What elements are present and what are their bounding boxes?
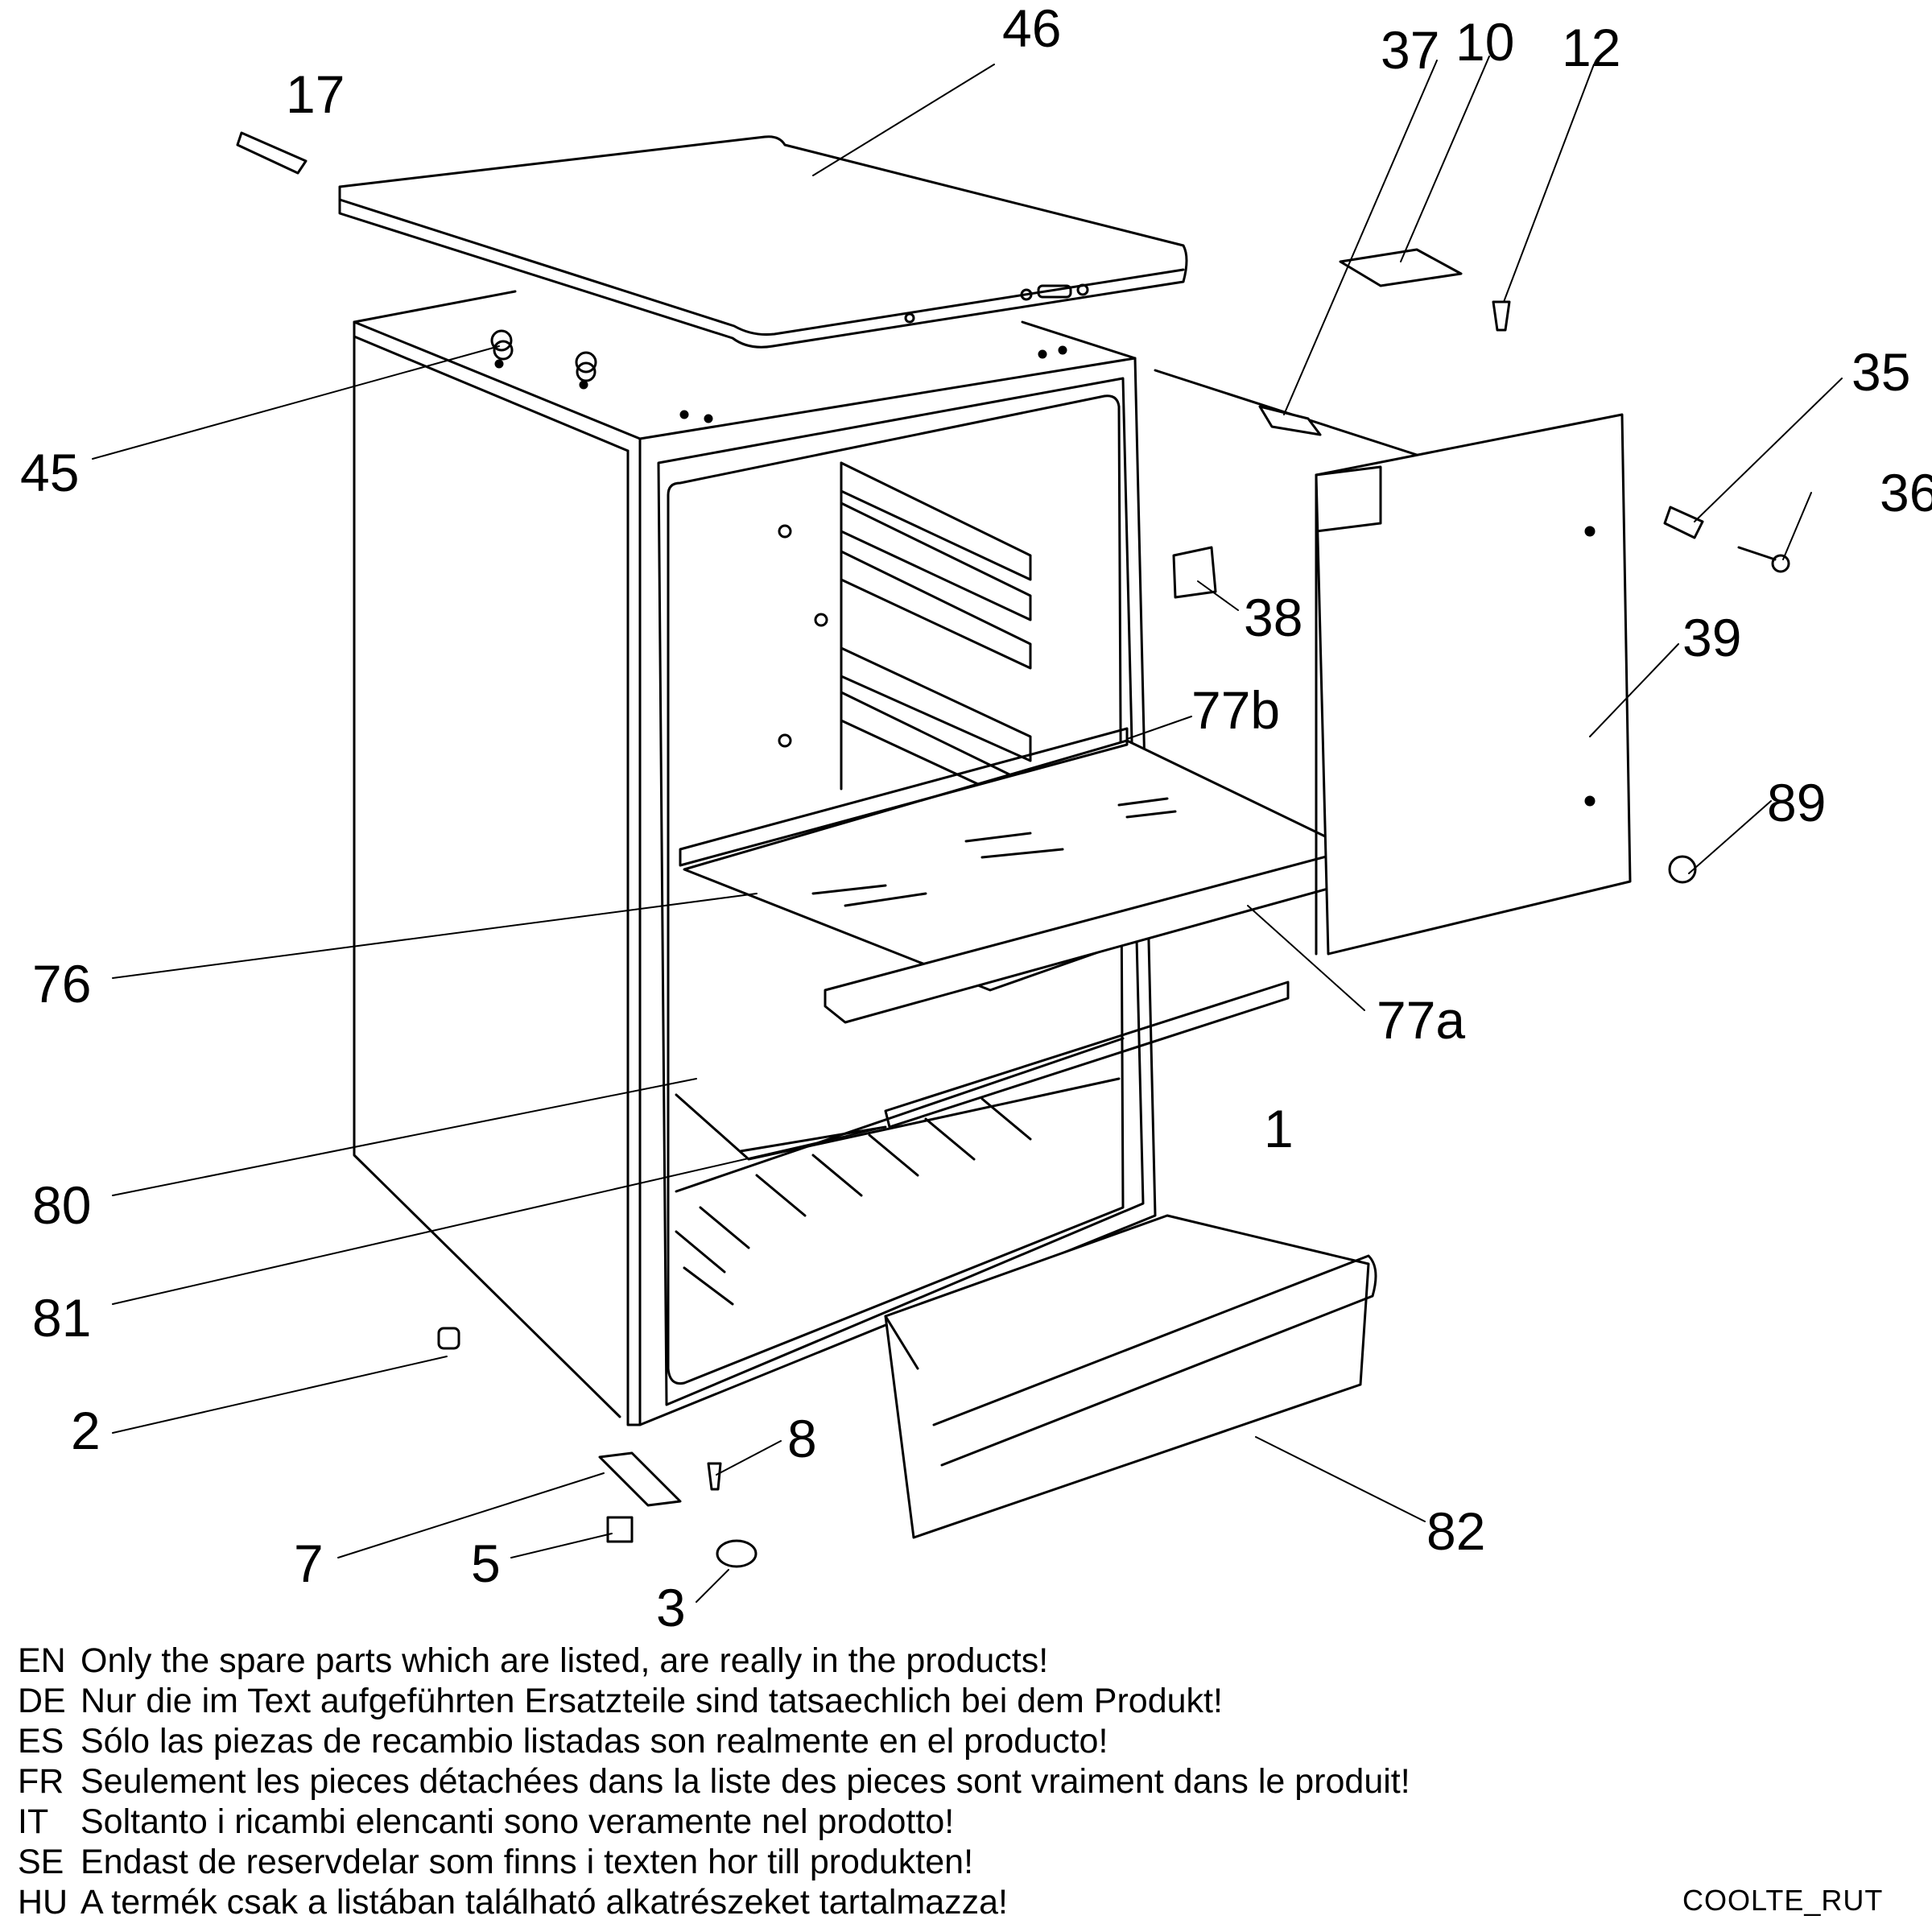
hinge-part-10 [1339, 248, 1463, 287]
bracket-part-38 [1172, 546, 1217, 599]
cap-part-89 [1668, 855, 1697, 884]
callout-1: 1 [1264, 1099, 1294, 1158]
callout-3: 3 [656, 1578, 686, 1637]
callout-12: 12 [1562, 18, 1620, 77]
callout-8: 8 [787, 1409, 817, 1468]
screw-part-36 [1737, 546, 1790, 573]
note-text: Endast de reservdelar som finns i texten… [80, 1843, 974, 1881]
pin-part-35 [1663, 506, 1704, 539]
callout-82: 82 [1426, 1501, 1485, 1561]
lower-shelf [675, 980, 1290, 1161]
callout-46: 46 [1002, 0, 1061, 58]
screw-part-12 [1492, 300, 1511, 332]
note-en: EN Only the spare parts which are listed,… [18, 1641, 1048, 1681]
note-text: Nur die im Text aufgeführten Ersatzteile… [80, 1682, 1223, 1720]
note-lang-code: FR [18, 1762, 64, 1801]
foot-part-2 [437, 1327, 460, 1350]
ring-part-3 [716, 1539, 758, 1568]
note-lang-code: ES [18, 1722, 64, 1761]
callout-35: 35 [1852, 342, 1910, 402]
callout-10: 10 [1455, 12, 1514, 72]
leader-lines [92, 56, 1843, 1603]
note-text: Seulement les pieces détachées dans la l… [80, 1762, 1410, 1801]
callout-36: 36 [1880, 463, 1932, 522]
callout-37: 37 [1381, 20, 1439, 80]
callout-45: 45 [20, 443, 79, 502]
plate-part-7 [598, 1451, 682, 1507]
note-hu: HU A termék csak a listában található alk… [18, 1882, 1008, 1922]
callout-80: 80 [32, 1175, 91, 1235]
note-lang-code: EN [18, 1641, 66, 1680]
callout-89: 89 [1767, 773, 1826, 832]
note-lang-code: HU [18, 1883, 68, 1922]
note-lang-code: IT [18, 1802, 49, 1841]
callout-76: 76 [32, 954, 91, 1013]
callout-5: 5 [471, 1534, 501, 1593]
door-bin [884, 1214, 1377, 1539]
callout-labels: 46 17 37 10 12 45 35 36 38 39 77b 89 76 … [20, 0, 1932, 1637]
callout-77b: 77b [1191, 680, 1280, 740]
glass-shelf [679, 727, 1370, 1024]
note-se: SE Endast de reservdelar som finns i text… [18, 1842, 973, 1882]
reference-code: COOLTE_RUT [1682, 1884, 1884, 1917]
note-fr: FR Seulement les pieces détachées dans la… [18, 1761, 1410, 1802]
note-text: Sólo las piezas de recambio listadas son… [80, 1722, 1108, 1761]
callout-2: 2 [71, 1401, 101, 1460]
note-de: DE Nur die im Text aufgeführten Ersatztei… [18, 1681, 1223, 1721]
exploded-parts-diagram: 46 17 37 10 12 45 35 36 38 39 77b 89 76 … [20, 0, 1932, 1637]
callout-77a: 77a [1377, 990, 1465, 1050]
note-es: ES Sólo las piezas de recambio listadas s… [18, 1721, 1108, 1761]
worktop-part [338, 135, 1188, 349]
callout-81: 81 [32, 1288, 91, 1348]
callout-17: 17 [286, 64, 345, 124]
note-text: Soltanto i ricambi elencanti sono verame… [80, 1802, 955, 1841]
note-it: IT Soltanto i ricambi elencanti sono vera… [18, 1802, 954, 1842]
pin-part-8 [707, 1462, 722, 1491]
callout-38: 38 [1244, 588, 1302, 647]
door-part [1154, 369, 1632, 956]
callout-39: 39 [1682, 608, 1741, 667]
callout-7: 7 [294, 1534, 324, 1593]
note-lang-code: SE [18, 1843, 64, 1881]
hinge-part-17 [236, 131, 308, 175]
note-lang-code: DE [18, 1682, 66, 1720]
note-text: Only the spare parts which are listed, a… [80, 1641, 1049, 1680]
note-text: A termék csak a listában található alkat… [80, 1883, 1008, 1922]
clip-part-5 [606, 1516, 634, 1543]
